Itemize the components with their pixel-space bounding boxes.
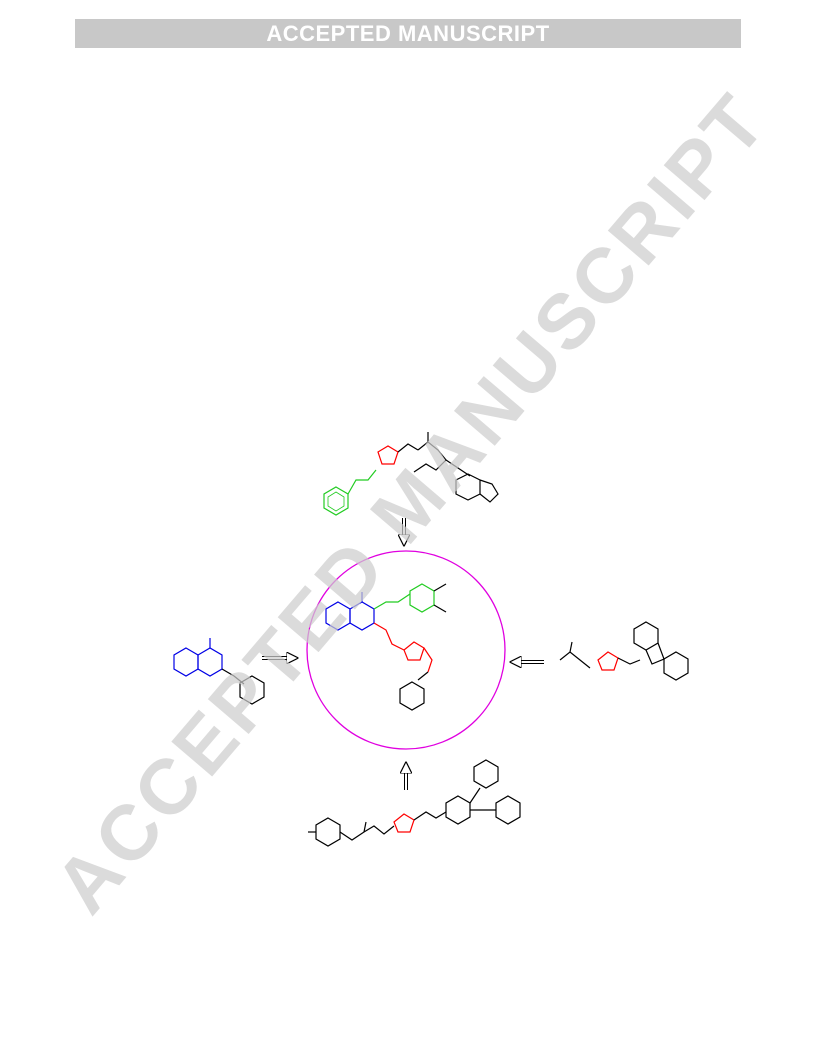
center-molecule [325, 583, 447, 711]
top-triazole-ring [377, 445, 399, 465]
center-benzyl-ring [399, 681, 425, 711]
left-benzo-ring [173, 647, 199, 677]
right-molecule [559, 621, 689, 681]
center-triazole-ring [403, 641, 425, 661]
right-carbazole-ring-b [663, 651, 689, 681]
bottom-tolyl-ring [315, 817, 341, 847]
center-phenyl-ring [409, 583, 435, 613]
right-triazole-ring [597, 651, 619, 671]
left-molecule [173, 638, 265, 705]
left-phenyl-ring [239, 675, 265, 705]
hybrid-circle [306, 550, 506, 750]
right-carbazole-ring-a [633, 621, 659, 651]
accepted-manuscript-banner: ACCEPTED MANUSCRIPT [75, 19, 741, 48]
bottom-phenyl-ring-a [473, 759, 499, 789]
bottom-molecule [308, 759, 521, 847]
bottom-triazine-ring [445, 795, 471, 825]
bottom-triazole-ring [393, 813, 415, 833]
bottom-phenyl-ring-b [495, 795, 521, 825]
top-molecule [323, 432, 499, 516]
